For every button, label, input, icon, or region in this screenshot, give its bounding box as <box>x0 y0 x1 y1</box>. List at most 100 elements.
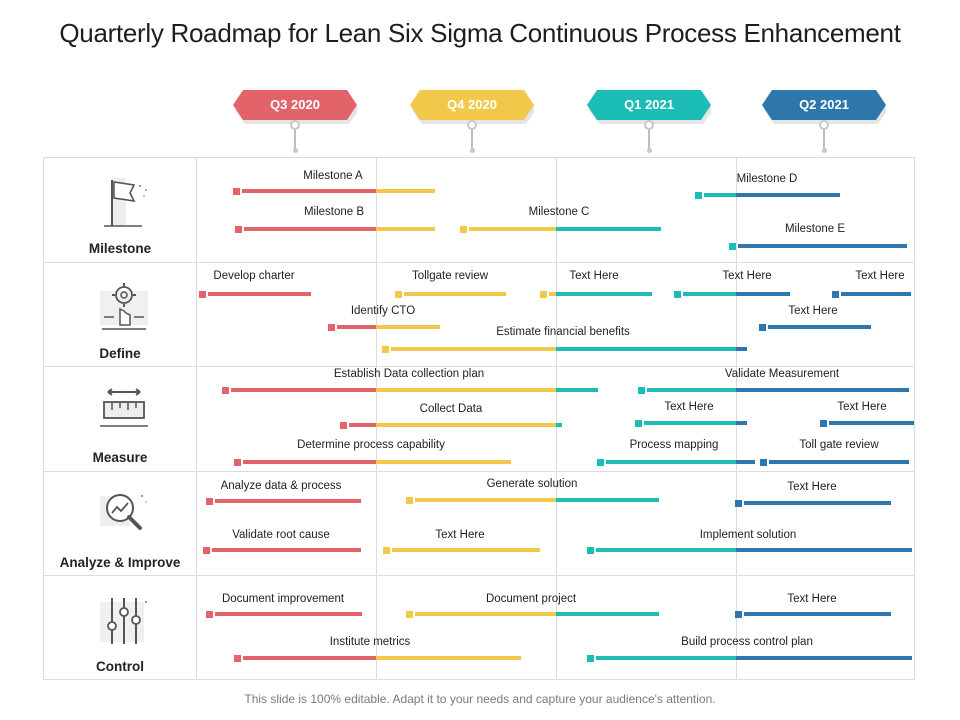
task-bar-segment <box>556 612 659 616</box>
task-bar-start-marker <box>597 458 604 466</box>
quarter-label: Q4 2020 <box>447 97 497 112</box>
row-divider <box>43 471 915 472</box>
task-label: Milestone C <box>528 206 590 218</box>
task-bar-segment <box>644 421 736 425</box>
task-bar-start-marker <box>635 419 642 427</box>
task-bar-segment <box>549 292 556 296</box>
task-bar-segment <box>769 460 909 464</box>
task-bar-segment <box>556 423 562 427</box>
task-bar-segment <box>606 460 736 464</box>
task-bar-start-marker <box>234 654 241 662</box>
task-label: Generate solution <box>486 478 578 490</box>
flag-icon <box>104 178 147 227</box>
task-bar-segment <box>736 421 747 425</box>
task-label: Estimate financial benefits <box>496 326 630 338</box>
task-label: Process mapping <box>629 439 719 451</box>
task-bar-segment <box>736 548 912 552</box>
task-bar-start-marker <box>820 419 827 427</box>
task-label: Text Here <box>837 401 887 413</box>
task-bar-start-marker <box>460 225 467 233</box>
quarter-pin-head <box>819 120 829 130</box>
task-bar-segment <box>243 460 376 464</box>
task-label: Text Here <box>787 593 837 605</box>
task-bar-segment <box>736 193 840 197</box>
quarter-label: Q2 2021 <box>799 97 849 112</box>
task-bar-segment <box>208 292 311 296</box>
quarter-label: Q1 2021 <box>624 97 674 112</box>
sliders-icon <box>100 598 148 644</box>
task-label: Text Here <box>722 270 772 282</box>
quarter-pin-foot <box>292 148 298 153</box>
task-bar-start-marker <box>638 386 645 394</box>
task-bar-segment <box>736 292 790 296</box>
task-bar-segment <box>337 325 376 329</box>
task-label: Document project <box>485 593 577 605</box>
quarter-pin-head <box>644 120 654 130</box>
task-label: Validate Measurement <box>724 368 840 380</box>
task-bar-start-marker <box>199 290 206 298</box>
task-label: Institute metrics <box>329 636 411 648</box>
task-label: Determine process capability <box>297 439 445 451</box>
page-title: Quarterly Roadmap for Lean Six Sigma Con… <box>59 18 901 48</box>
task-bar-segment <box>215 612 362 616</box>
task-bar-segment <box>744 501 891 505</box>
column-divider <box>376 157 377 680</box>
task-bar-segment <box>556 498 659 502</box>
quarter-pin <box>648 124 650 150</box>
task-label: Analyze data & process <box>220 480 342 492</box>
task-bar-start-marker <box>729 242 736 250</box>
task-bar-segment <box>829 421 914 425</box>
task-bar-segment <box>392 548 540 552</box>
task-bar-segment <box>215 499 361 503</box>
task-bar-start-marker <box>760 458 767 466</box>
task-label: Milestone A <box>303 170 363 182</box>
task-bar-start-marker <box>674 290 681 298</box>
task-bar-start-marker <box>206 497 213 505</box>
task-label: Milestone B <box>303 206 365 218</box>
task-bar-start-marker <box>406 496 413 504</box>
task-bar-segment <box>704 193 736 197</box>
task-bar-segment <box>736 388 909 392</box>
row-label-measure: Measure <box>92 450 148 465</box>
quarter-badge: Q4 2020 <box>410 90 534 124</box>
task-label: Collect Data <box>419 403 483 415</box>
ruler-icon <box>100 388 148 427</box>
task-bar-start-marker <box>328 323 335 331</box>
task-label: Text Here <box>788 305 838 317</box>
task-bar-segment <box>736 656 912 660</box>
row-label-define: Define <box>99 346 141 361</box>
task-bar-start-marker <box>382 345 389 353</box>
task-bar-start-marker <box>406 610 413 618</box>
quarter-pin-head <box>290 120 300 130</box>
task-bar-start-marker <box>235 225 242 233</box>
magnifier-chart-icon <box>100 494 147 530</box>
row-label-milestone: Milestone <box>88 241 152 256</box>
task-bar-segment <box>768 325 871 329</box>
task-label: Toll gate review <box>799 439 879 451</box>
task-label: Implement solution <box>699 529 797 541</box>
task-label: Tollgate review <box>411 270 489 282</box>
task-bar-segment <box>376 325 440 329</box>
task-bar-start-marker <box>340 421 347 429</box>
task-label: Identify CTO <box>350 305 416 317</box>
task-bar-segment <box>683 292 736 296</box>
row-divider <box>43 262 915 263</box>
task-bar-start-marker <box>234 458 241 466</box>
task-label: Text Here <box>787 481 837 493</box>
task-bar-start-marker <box>540 290 547 298</box>
task-bar-segment <box>736 347 747 351</box>
task-label: Milestone E <box>784 223 846 235</box>
quarter-badge: Q1 2021 <box>587 90 711 124</box>
task-label: Validate root cause <box>232 529 330 541</box>
task-bar-segment <box>556 292 652 296</box>
quarter-pin <box>823 124 825 150</box>
task-bar-segment <box>376 189 435 193</box>
task-bar-segment <box>376 388 556 392</box>
task-bar-start-marker <box>587 546 594 554</box>
quarter-badge: Q3 2020 <box>233 90 357 124</box>
task-label: Document improvement <box>221 593 345 605</box>
task-label: Develop charter <box>213 270 295 282</box>
quarter-pin-foot <box>469 148 475 153</box>
task-bar-segment <box>391 347 556 351</box>
quarter-label: Q3 2020 <box>270 97 320 112</box>
